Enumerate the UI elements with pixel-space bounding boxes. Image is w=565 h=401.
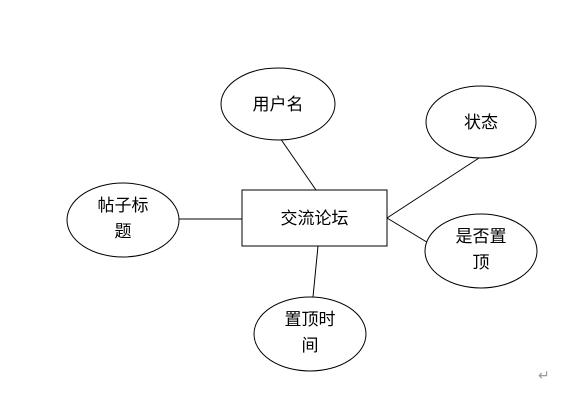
attribute-label-line1: 置顶时	[285, 310, 336, 330]
attribute-ellipse	[220, 67, 336, 141]
attribute-label: 用户名	[253, 95, 304, 115]
entity-label: 交流论坛	[281, 209, 349, 229]
attribute-label-line1: 是否置	[456, 227, 507, 247]
entity-forum: 交流论坛	[241, 189, 388, 247]
attribute-is-pinned: 是否置 顶	[424, 213, 538, 289]
attribute-ellipse	[424, 213, 538, 289]
entity-box	[241, 189, 388, 247]
attribute-status: 状态	[425, 85, 537, 159]
attribute-label-line2: 间	[302, 336, 319, 356]
attribute-ellipse	[253, 296, 367, 372]
attribute-label-line1: 帖子标	[98, 196, 149, 216]
attribute-pin-time: 置顶时 间	[253, 296, 367, 372]
paragraph-mark-icon: ↵	[538, 368, 550, 384]
attribute-ellipse	[425, 85, 537, 159]
attribute-username: 用户名	[220, 67, 336, 141]
edge-pin-time	[312, 245, 319, 298]
attribute-label: 状态	[464, 113, 498, 133]
edge-status	[386, 157, 480, 219]
edge-username	[279, 137, 317, 191]
attribute-ellipse	[66, 182, 180, 258]
attribute-label-line2: 顶	[473, 253, 490, 273]
attribute-post-title: 帖子标 题	[66, 182, 180, 258]
edge-is-pinned	[386, 217, 431, 245]
attribute-label-line2: 题	[115, 222, 132, 242]
